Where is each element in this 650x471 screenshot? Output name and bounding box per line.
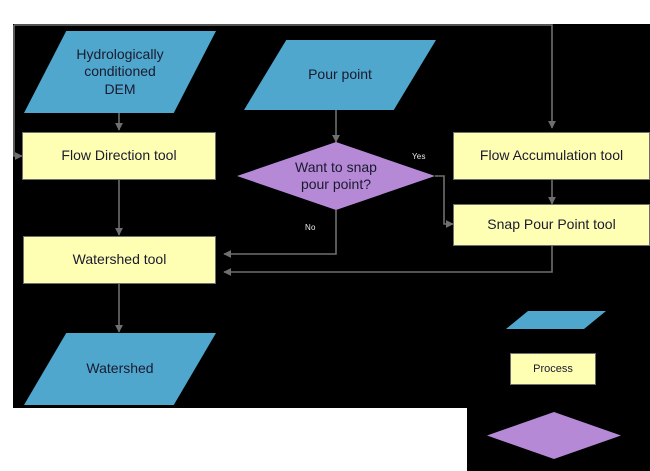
edge-label-no: No xyxy=(305,223,316,232)
node-label: Flow Accumulation tool xyxy=(479,147,624,164)
node-snap-pour-point-tool[interactable]: Snap Pour Point tool xyxy=(453,204,650,246)
data-shape-fill xyxy=(506,311,606,329)
node-pour-point[interactable]: Pour point xyxy=(244,40,436,110)
legend-label: Process xyxy=(533,363,573,375)
node-watershed-tool[interactable]: Watershed tool xyxy=(23,236,216,284)
node-label: Watershed tool xyxy=(72,251,167,268)
legend-item-decision: Decision xyxy=(487,412,621,459)
decision-shape-fill xyxy=(487,412,621,459)
node-snap-decision[interactable]: Want to snap pour point? xyxy=(237,142,435,210)
legend-item-data: Data xyxy=(506,311,606,329)
node-watershed[interactable]: Watershed xyxy=(24,333,216,405)
node-label: Pour point xyxy=(308,66,372,83)
node-label: Hydrologically conditioned DEM xyxy=(76,46,164,97)
node-label: Flow Direction tool xyxy=(61,147,177,164)
legend-item-process: Process xyxy=(510,353,596,385)
node-flow-direction-tool[interactable]: Flow Direction tool xyxy=(22,132,216,180)
node-label: Watershed xyxy=(86,360,154,377)
edge-label-yes: Yes xyxy=(412,152,426,161)
node-label: Want to snap pour point? xyxy=(295,158,377,192)
node-flow-accumulation-tool[interactable]: Flow Accumulation tool xyxy=(453,132,650,180)
node-hydrologically-conditioned-dem[interactable]: Hydrologically conditioned DEM xyxy=(24,31,216,113)
node-label: Snap Pour Point tool xyxy=(487,216,616,233)
